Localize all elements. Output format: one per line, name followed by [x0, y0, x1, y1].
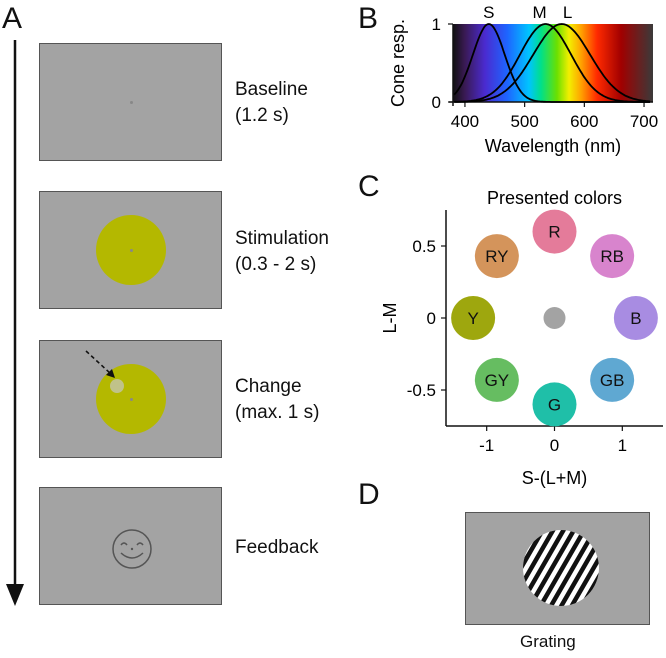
color-dot-b — [613, 296, 658, 340]
grating-stripe — [523, 530, 581, 606]
y-axis-label: L-M — [380, 303, 400, 334]
cone-curve-s — [453, 23, 650, 103]
color-dot-gy — [474, 357, 519, 402]
change-patch — [110, 379, 124, 393]
panel-c-letter: C — [358, 170, 380, 203]
color-dot-center — [543, 307, 566, 329]
grating-label: Grating — [520, 632, 576, 651]
grating-stimulus — [523, 530, 599, 606]
color-dot-label: Y — [467, 309, 478, 328]
color-dot-label: RY — [485, 247, 508, 266]
x-tick-label: 1 — [618, 436, 627, 455]
screen-grating — [465, 512, 650, 625]
x-tick-label: 400 — [451, 112, 479, 131]
step-label-feedback: Feedback — [235, 537, 319, 558]
panel-b-letter: B — [358, 2, 379, 35]
cone-curve-l — [454, 23, 651, 103]
color-dot-r — [532, 209, 577, 254]
color-dot-gb — [590, 357, 635, 402]
chart-title: Presented colors — [487, 188, 622, 208]
dashed-arrow — [85, 350, 115, 378]
x-axis-label: Wavelength (nm) — [485, 136, 621, 156]
step-label-stimulation: Stimulation (0.3 - 2 s) — [235, 228, 329, 275]
fixation-dot — [130, 101, 133, 104]
screen-feedback — [39, 487, 222, 605]
step-label-change: Change (max. 1 s) — [235, 376, 320, 423]
x-tick-label: 500 — [510, 112, 538, 131]
screen-stimulation — [39, 191, 222, 309]
color-dot-label: B — [630, 309, 641, 328]
color-dot-label: RB — [600, 247, 624, 266]
grating-stripe — [523, 530, 573, 606]
series-label: L — [563, 3, 572, 22]
grating-stripe — [543, 530, 599, 606]
series-label: S — [483, 3, 494, 22]
color-dot-label: G — [548, 395, 561, 414]
x-tick-label: -1 — [479, 436, 494, 455]
color-dot-label: GY — [485, 371, 510, 390]
fixation-dot — [130, 249, 133, 252]
color-dot-ry — [474, 234, 519, 279]
y-tick-label: 0.5 — [412, 237, 436, 256]
cone-curve-m — [454, 23, 650, 103]
y-tick-label: 0 — [427, 309, 436, 328]
x-tick-label: 700 — [630, 112, 658, 131]
panel-d-letter: D — [358, 478, 380, 511]
color-dot-label: GB — [600, 371, 625, 390]
grating-stripe — [598, 543, 599, 606]
color-space-chart: Presented colors -1 0 1 0.5 0 -0.5S-(L+M) L-M R R… — [380, 188, 663, 488]
x-tick-label: 600 — [570, 112, 598, 131]
y-axis-label: Cone resp. — [388, 19, 408, 107]
y-tick-label: 0 — [432, 93, 441, 112]
y-tick-label: -0.5 — [407, 381, 436, 400]
x-axis-label: S-(L+M) — [522, 468, 588, 488]
screen-baseline — [39, 43, 222, 161]
smiley-icon — [112, 529, 152, 569]
x-tick-label: 0 — [550, 436, 559, 455]
spectrum-background — [453, 24, 653, 102]
color-dot-label: R — [548, 223, 560, 242]
step-label-baseline: Baseline (1.2 s) — [235, 79, 308, 126]
time-arrow — [6, 40, 24, 606]
grating-stripe — [551, 530, 599, 606]
y-tick-label: 1 — [432, 15, 441, 34]
fixation-dot — [130, 398, 133, 401]
panel-a-letter: A — [2, 2, 23, 35]
color-dot-y — [451, 296, 496, 340]
screen-change — [39, 340, 222, 458]
color-dot-rb — [590, 234, 635, 279]
series-label: M — [532, 3, 546, 22]
color-dot-g — [532, 382, 577, 427]
